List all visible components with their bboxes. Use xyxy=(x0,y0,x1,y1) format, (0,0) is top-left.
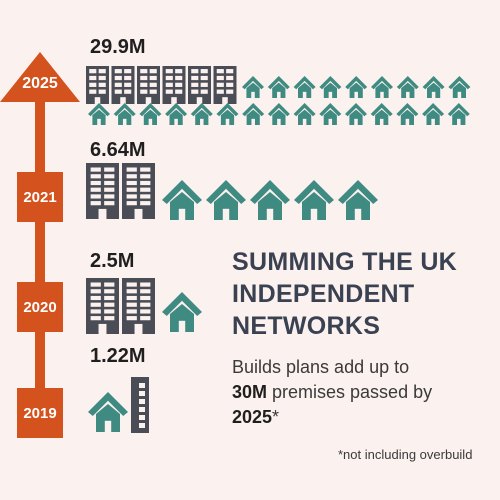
year-badge-2019: 2019 xyxy=(17,388,63,438)
house-icon xyxy=(293,103,316,125)
house-icon xyxy=(396,76,419,98)
apartment-building-icon xyxy=(131,377,149,433)
house-icon xyxy=(422,103,445,125)
year-badge-2021: 2021 xyxy=(17,172,63,222)
timeline-shaft xyxy=(35,100,45,430)
house-icon xyxy=(267,76,290,98)
house-icon xyxy=(216,103,239,125)
house-icon xyxy=(250,180,290,220)
year-badge-2020: 2020 xyxy=(17,282,63,332)
house-icon xyxy=(447,103,470,125)
house-icon xyxy=(113,103,136,125)
house-icon xyxy=(206,180,246,220)
house-icon xyxy=(319,76,342,98)
apartment-building-icon xyxy=(86,66,109,104)
house-icon xyxy=(345,103,367,125)
summary-part-2: premises passed by xyxy=(267,382,433,402)
house-icon xyxy=(88,103,110,125)
house-icon xyxy=(162,292,202,332)
house-icon xyxy=(267,103,290,125)
house-icon xyxy=(190,103,213,125)
house-icon xyxy=(242,103,265,125)
apartment-building-icon xyxy=(86,163,119,219)
house-icon xyxy=(293,76,316,98)
house-icon xyxy=(88,392,128,432)
headline: SUMMING THE UK INDEPENDENT NETWORKS xyxy=(232,248,458,340)
summary-bold-year: 2025 xyxy=(232,407,273,427)
summary-bold-value: 30M xyxy=(232,382,268,402)
year-badge-2025: 2025 xyxy=(22,75,58,92)
value-label-2021: 6.64M xyxy=(90,139,146,161)
apartment-building-icon xyxy=(213,66,237,104)
value-label-2019: 1.22M xyxy=(90,345,146,367)
house-icon xyxy=(165,103,188,125)
summary-text: Builds plans add up to 30M premises pass… xyxy=(232,355,492,430)
house-icon xyxy=(294,180,334,220)
house-icon xyxy=(162,180,202,220)
apartment-building-icon xyxy=(137,66,160,104)
apartment-building-icon xyxy=(188,66,211,104)
footnote: *not including overbuild xyxy=(338,447,473,462)
apartment-building-icon xyxy=(122,163,155,219)
value-label-2020: 2.5M xyxy=(90,250,135,272)
house-icon xyxy=(139,103,162,125)
apartment-building-icon xyxy=(86,278,119,334)
house-icon xyxy=(396,103,419,125)
apartment-building-icon xyxy=(162,66,186,104)
summary-asterisk: * xyxy=(272,407,280,427)
house-icon xyxy=(345,76,368,98)
value-label-2025: 29.9M xyxy=(90,36,146,58)
apartment-building-icon xyxy=(111,66,135,104)
timeline-arrowhead xyxy=(0,52,80,102)
house-icon xyxy=(422,76,445,98)
summary-part-1: Builds plans add up to xyxy=(232,357,410,377)
house-icon xyxy=(242,76,264,98)
apartment-building-icon xyxy=(122,278,155,334)
house-icon xyxy=(370,103,393,125)
house-icon xyxy=(371,76,393,98)
house-icon xyxy=(338,180,378,220)
house-icon xyxy=(448,76,471,98)
house-icon xyxy=(319,103,342,125)
